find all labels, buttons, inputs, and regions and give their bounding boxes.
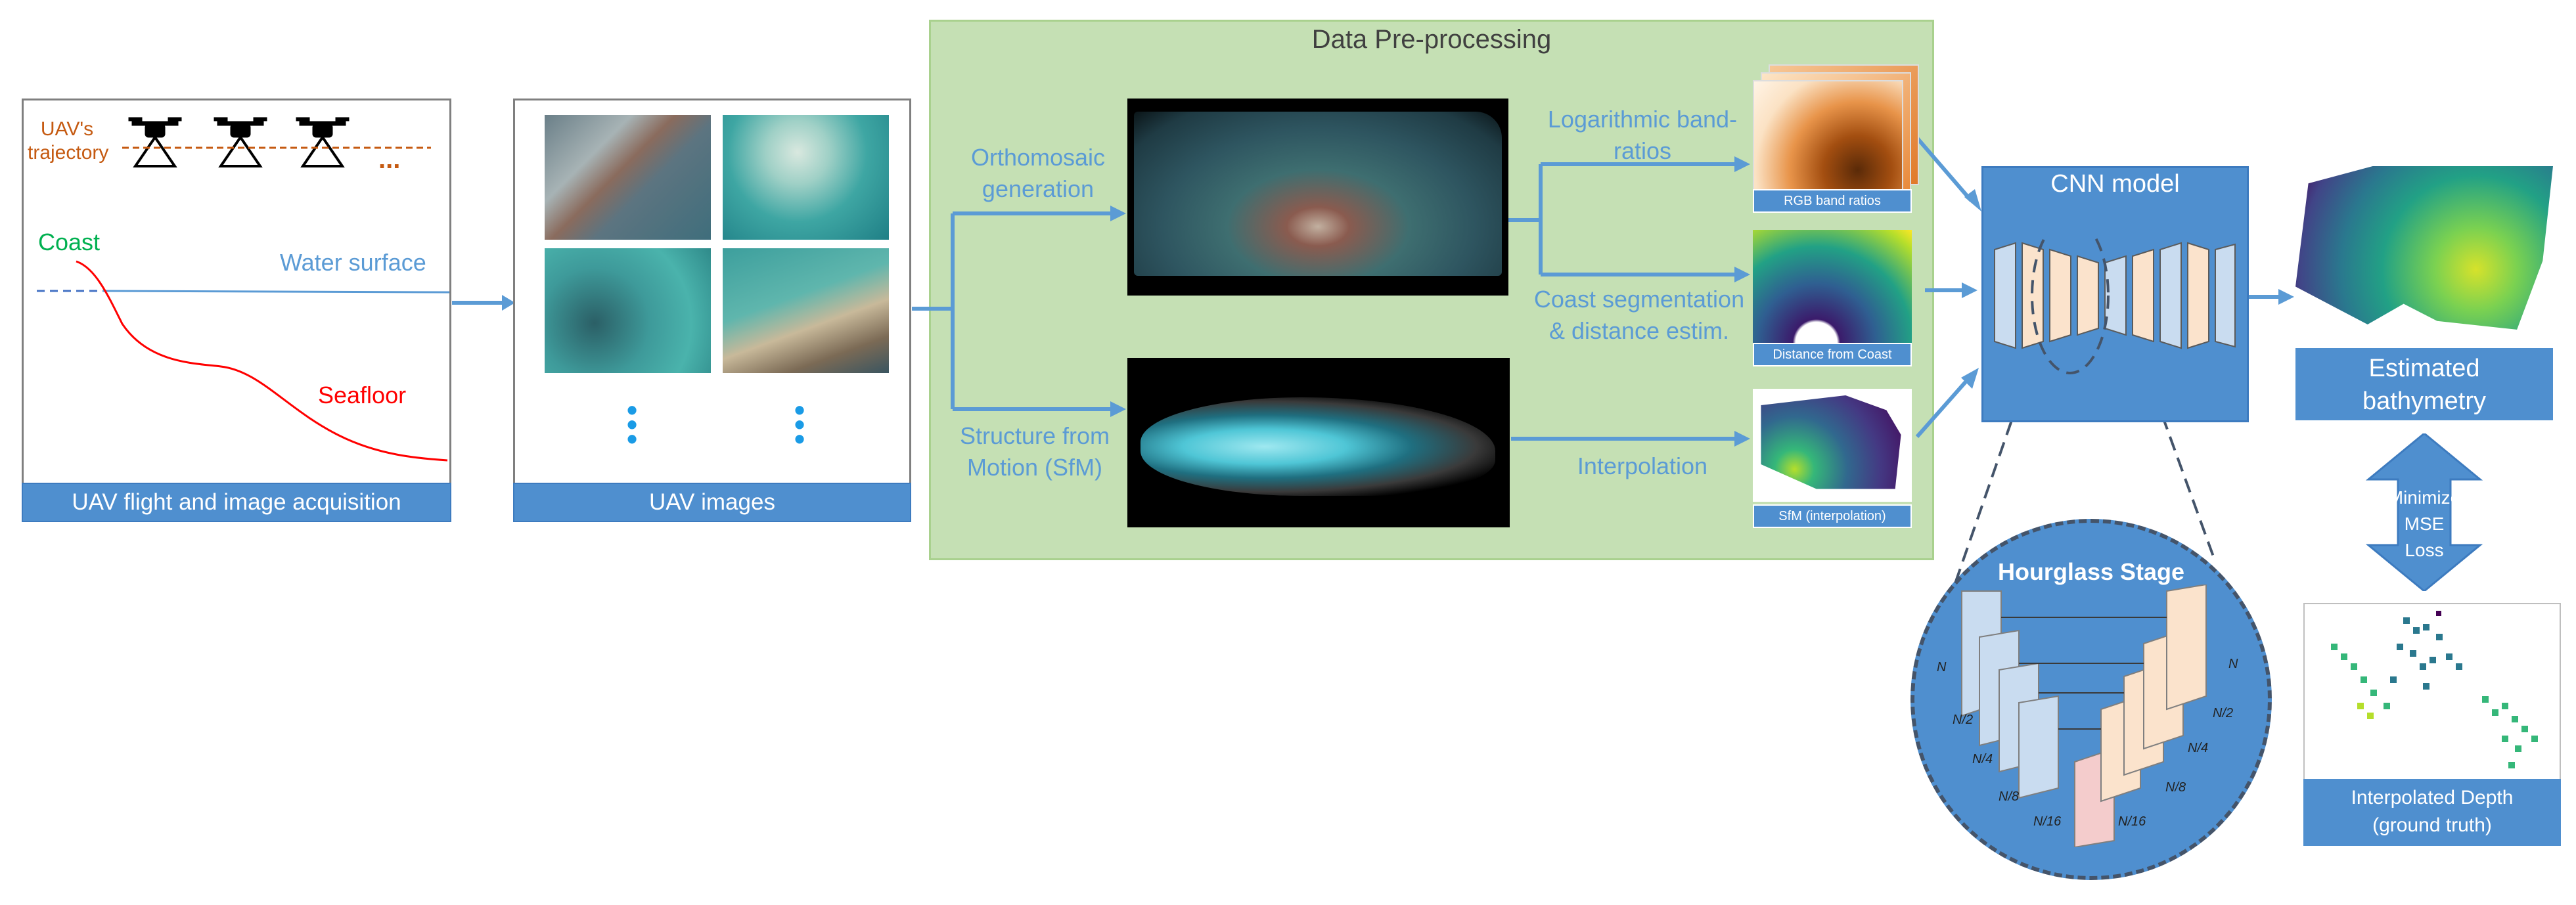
estimated-bathymetry-image — [2295, 166, 2553, 338]
seafloor-label: Seafloor — [318, 382, 407, 408]
hourglass-scale-right-5: N/16 — [2118, 814, 2146, 829]
hourglass-scale-left-4: N/8 — [1999, 789, 2020, 804]
uav-image-2 — [723, 115, 889, 240]
orthomosaic-label: Orthomosaic generation — [970, 144, 1106, 202]
sfm-label: Structure from Motion (SfM) — [959, 422, 1110, 481]
sfm-interpolation-caption: SfM (interpolation) — [1753, 504, 1912, 528]
uav-flight-illustration — [37, 117, 449, 462]
drone-icon-1 — [128, 117, 182, 167]
hourglass-scale-right-4: N/8 — [2165, 780, 2186, 795]
interpolation-label: Interpolation — [1577, 453, 1708, 479]
uav-image-4 — [723, 248, 889, 373]
orthomosaic-image — [1127, 99, 1508, 296]
estimated-bathymetry-label: Estimated bathymetry — [2295, 348, 2553, 420]
drone-icon-3 — [296, 117, 350, 167]
seafloor-curve — [76, 260, 448, 462]
uav-flight-footer: UAV flight and image acquisition — [22, 483, 451, 522]
uav-flight-panel: UAV's trajectory ... Coast Water surface… — [22, 99, 451, 522]
arrow-flight-to-images — [452, 295, 515, 311]
hourglass-diagram — [1961, 585, 2207, 847]
water-surface-line — [102, 290, 449, 294]
distance-from-coast-image — [1753, 230, 1912, 343]
distance-from-coast-caption: Distance from Coast — [1753, 343, 1912, 366]
water-surface-label: Water surface — [280, 249, 426, 276]
hourglass-scale-left-3: N/4 — [1972, 752, 1993, 766]
uav-images-panel: ••• ••• UAV images — [513, 99, 911, 522]
trajectory-label: UAV's trajectory — [28, 118, 109, 164]
sfm-point-cloud-image — [1127, 358, 1510, 527]
hourglass-scale-right-1: N — [2228, 657, 2238, 671]
preprocessing-title: Data Pre-processing — [1311, 25, 1552, 54]
mse-loss-double-arrow — [2365, 433, 2483, 591]
log-band-ratios-label: Logarithmic band-ratios — [1547, 106, 1738, 164]
ground-truth-panel: Interpolated Depth (ground truth) — [2303, 603, 2561, 846]
coast-segmentation-label: Coast segmentation & distance estim. — [1533, 286, 1745, 344]
sfm-interpolation-image — [1753, 389, 1912, 502]
cnn-hourglass-blocks — [1994, 236, 2236, 374]
coast-label: Coast — [38, 229, 101, 255]
uav-images-footer: UAV images — [513, 483, 911, 522]
rgb-band-ratios-caption: RGB band ratios — [1753, 189, 1912, 213]
drone-icon-2 — [214, 117, 267, 167]
hourglass-stage-title: Hourglass Stage — [1997, 558, 2185, 585]
hourglass-scale-right-2: N/2 — [2213, 706, 2234, 720]
hourglass-scale-right-3: N/4 — [2188, 741, 2209, 755]
ground-truth-label: Interpolated Depth (ground truth) — [2303, 779, 2561, 846]
cnn-model-title: CNN model — [2050, 170, 2180, 198]
hourglass-scale-left-5: N/16 — [2033, 814, 2062, 829]
more-images-dots-2: ••• — [794, 393, 805, 456]
ground-truth-scatter — [2331, 611, 2538, 768]
more-images-dots-1: ••• — [627, 393, 638, 456]
hourglass-scale-left-2: N/2 — [1953, 713, 1974, 727]
uav-image-1 — [545, 115, 711, 240]
hourglass-scale-left-1: N — [1937, 660, 1947, 674]
rgb-band-ratios-image — [1753, 80, 1903, 201]
uav-image-3 — [545, 248, 711, 373]
mse-loss-label: Minimize MSE Loss — [2387, 487, 2461, 560]
ellipsis-label: ... — [378, 145, 401, 174]
